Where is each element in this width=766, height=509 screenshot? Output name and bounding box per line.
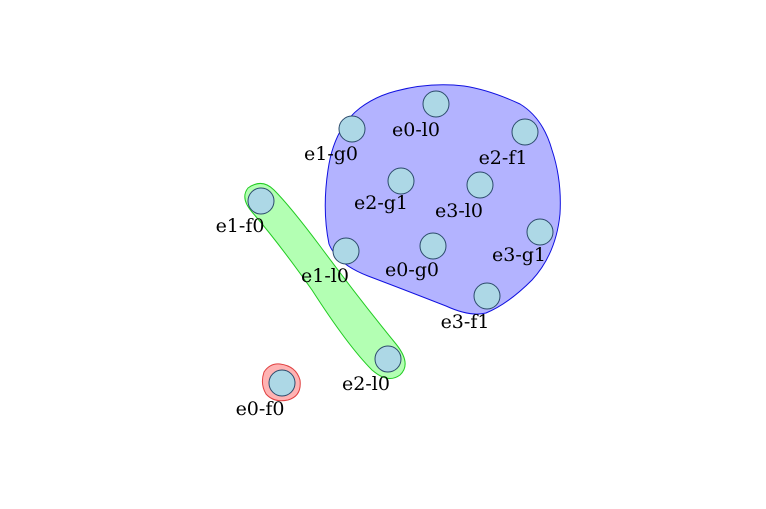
node-label: e0-f0 <box>236 398 285 420</box>
node-circle <box>268 369 296 397</box>
node-e1-g0: e1-g0 <box>304 115 366 165</box>
node-e2-g1: e2-g1 <box>354 167 415 214</box>
node-circle <box>387 167 415 195</box>
group-hull-blue <box>324 84 561 315</box>
node-label: e2-l0 <box>342 373 390 395</box>
node-label: e0-l0 <box>392 119 440 141</box>
node-circle <box>526 218 554 246</box>
node-label: e1-g0 <box>304 143 358 165</box>
node-circle <box>419 232 447 260</box>
node-e0-f0: e0-f0 <box>236 369 296 420</box>
node-circle <box>473 282 501 310</box>
node-label: e0-g0 <box>385 259 439 281</box>
node-circle <box>422 90 450 118</box>
node-circle <box>332 237 360 265</box>
node-label: e2-g1 <box>354 192 408 214</box>
node-e3-f1: e3-f1 <box>441 282 501 333</box>
node-circle <box>374 345 402 373</box>
node-e0-l0: e0-l0 <box>392 90 450 141</box>
node-circle <box>511 118 539 146</box>
node-circle <box>466 171 494 199</box>
node-circle <box>338 115 366 143</box>
group-hull-green <box>244 183 406 380</box>
node-label: e2-f1 <box>479 147 528 169</box>
node-e2-l0: e2-l0 <box>342 345 402 395</box>
node-e3-l0: e3-l0 <box>435 171 494 222</box>
node-circle <box>247 187 275 215</box>
node-label: e3-g1 <box>492 244 546 266</box>
node-e1-f0: e1-f0 <box>216 187 275 237</box>
node-e0-g0: e0-g0 <box>385 232 447 281</box>
node-label: e1-l0 <box>301 265 349 287</box>
node-e2-f1: e2-f1 <box>479 118 539 169</box>
node-label: e3-f1 <box>441 311 490 333</box>
node-e1-l0: e1-l0 <box>301 237 360 287</box>
node-label: e1-f0 <box>216 215 265 237</box>
node-label: e3-l0 <box>435 200 483 222</box>
node-e3-g1: e3-g1 <box>492 218 554 266</box>
